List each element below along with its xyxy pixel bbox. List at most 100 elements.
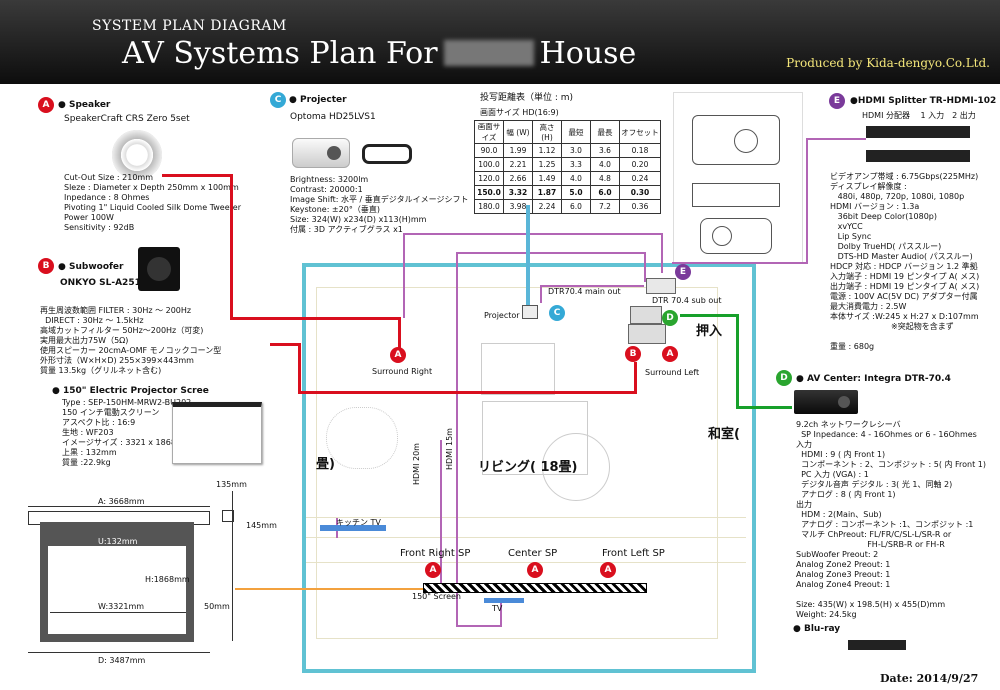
projector-image: [292, 138, 350, 168]
badge-splitter: E: [829, 93, 845, 109]
dim-h: H:1868mm: [145, 575, 190, 584]
dim-w: W:3321mm: [98, 602, 145, 611]
receiver-in-plan: [630, 306, 662, 324]
label-screen-150: 150" Screen: [412, 592, 461, 601]
projector-model: Optoma HD25LVS1: [290, 112, 376, 122]
dim-a: A: 3668mm: [98, 497, 145, 506]
diagram-subtitle: SYSTEM PLAN DIAGRAM: [92, 18, 287, 34]
receiver-image: [794, 390, 858, 414]
label-front-left: Front Left SP: [602, 548, 665, 559]
splitter-sub: HDMI 分配器 1 入力 2 出力: [862, 111, 976, 120]
cell: 1.99: [503, 143, 533, 158]
cell: 1.49: [532, 171, 562, 186]
splitter-in-plan: [646, 278, 676, 294]
th: 幅 (W): [503, 120, 533, 144]
cell: 0.30: [619, 185, 661, 200]
th: 最短: [561, 120, 591, 144]
cell: 90.0: [474, 143, 504, 158]
kitchen-tv: [320, 525, 386, 531]
throw-table-title: 投写距離表（単位 : m): [480, 93, 574, 103]
cable-hdmi-15m-bottom: [456, 625, 502, 627]
speaker-heading: ● Speaker: [58, 100, 111, 110]
label-center: Center SP: [508, 548, 558, 559]
throw-table-subtitle: 画面サイズ HD(16:9): [480, 108, 559, 117]
cell: 2.66: [503, 171, 533, 186]
th: 最長: [590, 120, 620, 144]
cable-speaker-a-v2: [398, 317, 401, 353]
label-kitchen-tv: キッチン TV: [336, 518, 381, 527]
label-surround-right: Surround Right: [372, 367, 433, 376]
badge-front-right: A: [425, 562, 441, 578]
cable-hdmi-15m-right: [644, 252, 646, 282]
label-tatami: 畳): [316, 457, 335, 472]
label-oshiire: 押入: [696, 324, 723, 339]
speaker-image: [112, 130, 162, 180]
cell: 3.3: [561, 157, 591, 172]
projector-heading: ● Projecter: [289, 95, 347, 105]
3d-glasses-image: [362, 144, 412, 164]
cell: 6.0: [561, 199, 591, 214]
cable-av-v: [736, 314, 739, 408]
label-surround-left: Surround Left: [645, 368, 700, 377]
bracket-detail: [222, 510, 234, 522]
screen-150-in-plan: [423, 583, 647, 593]
cable-hdmi-right: [661, 233, 663, 273]
badge-plan-splitter: E: [675, 264, 691, 280]
cable-projector: [526, 205, 530, 305]
subwoofer-image: [138, 247, 180, 291]
screen-pointer-line: [235, 588, 425, 590]
cell: 4.0: [561, 171, 591, 186]
av-center-specs: 9.2ch ネットワークレシーバ SP Inpedance: 4 - 16Ohm…: [796, 420, 987, 619]
cable-sub-h2: [298, 391, 636, 394]
badge-plan-av: D: [662, 310, 678, 326]
badge-projector: C: [270, 92, 286, 108]
cable-hdmi-tv: [500, 598, 502, 627]
cell: 3.6: [590, 143, 620, 158]
cable-hdmi-top: [403, 233, 663, 235]
cable-av-h1: [680, 314, 738, 317]
subwoofer-model: ONKYO SL-A251: [60, 278, 141, 288]
cable-hdmi-15m: [456, 252, 458, 627]
cable-speaker-a-v: [230, 174, 233, 319]
cell: 2.21: [503, 157, 533, 172]
th: 高さ (H): [532, 120, 562, 144]
cell: 1.25: [532, 157, 562, 172]
cell: 6.0: [590, 185, 620, 200]
cell: 100.0: [474, 157, 504, 172]
badge-plan-subwoofer: B: [625, 346, 641, 362]
floor-plan: [302, 263, 756, 673]
tv-in-plan: [484, 598, 524, 603]
label-front-right: Front Right SP: [400, 548, 471, 559]
badge-plan-projector: C: [549, 305, 565, 321]
label-hdmi-20m: HDMI 20m: [412, 443, 421, 485]
label-washitsu: 和室(: [708, 427, 740, 442]
splitter-image-back: [866, 150, 970, 162]
badge-surround-right: A: [390, 347, 406, 363]
cable-splitter-link: [672, 262, 808, 264]
badge-subwoofer: B: [38, 258, 54, 274]
cell: 4.8: [590, 171, 620, 186]
date-label: Date: 2014/9/27: [880, 672, 979, 685]
cell: 1.87: [532, 185, 562, 200]
cable-splitter-top: [806, 138, 866, 140]
cell: 3.98: [503, 199, 533, 214]
cell: 150.0: [474, 185, 504, 200]
th: 画面サイズ: [474, 120, 504, 144]
splitter-heading: ●HDMI Splitter TR-HDMI-102: [850, 96, 997, 106]
label-sub-out: DTR 70.4 sub out: [652, 296, 722, 305]
cable-speaker-a-h2: [230, 317, 400, 320]
dim-a-line: [28, 506, 210, 507]
screen-heading: ● 150" Electric Projector Scree: [52, 386, 209, 396]
title-left: AV Systems Plan For: [122, 36, 438, 71]
cable-sub-h1: [270, 343, 300, 346]
cable-hdmi-a: [403, 233, 405, 318]
splitter-image-front: [866, 126, 970, 138]
dim-50: 50mm: [204, 602, 230, 611]
dim-135: 135mm: [216, 480, 247, 489]
cable-splitter-vert: [806, 138, 808, 264]
cell: 1.12: [532, 143, 562, 158]
